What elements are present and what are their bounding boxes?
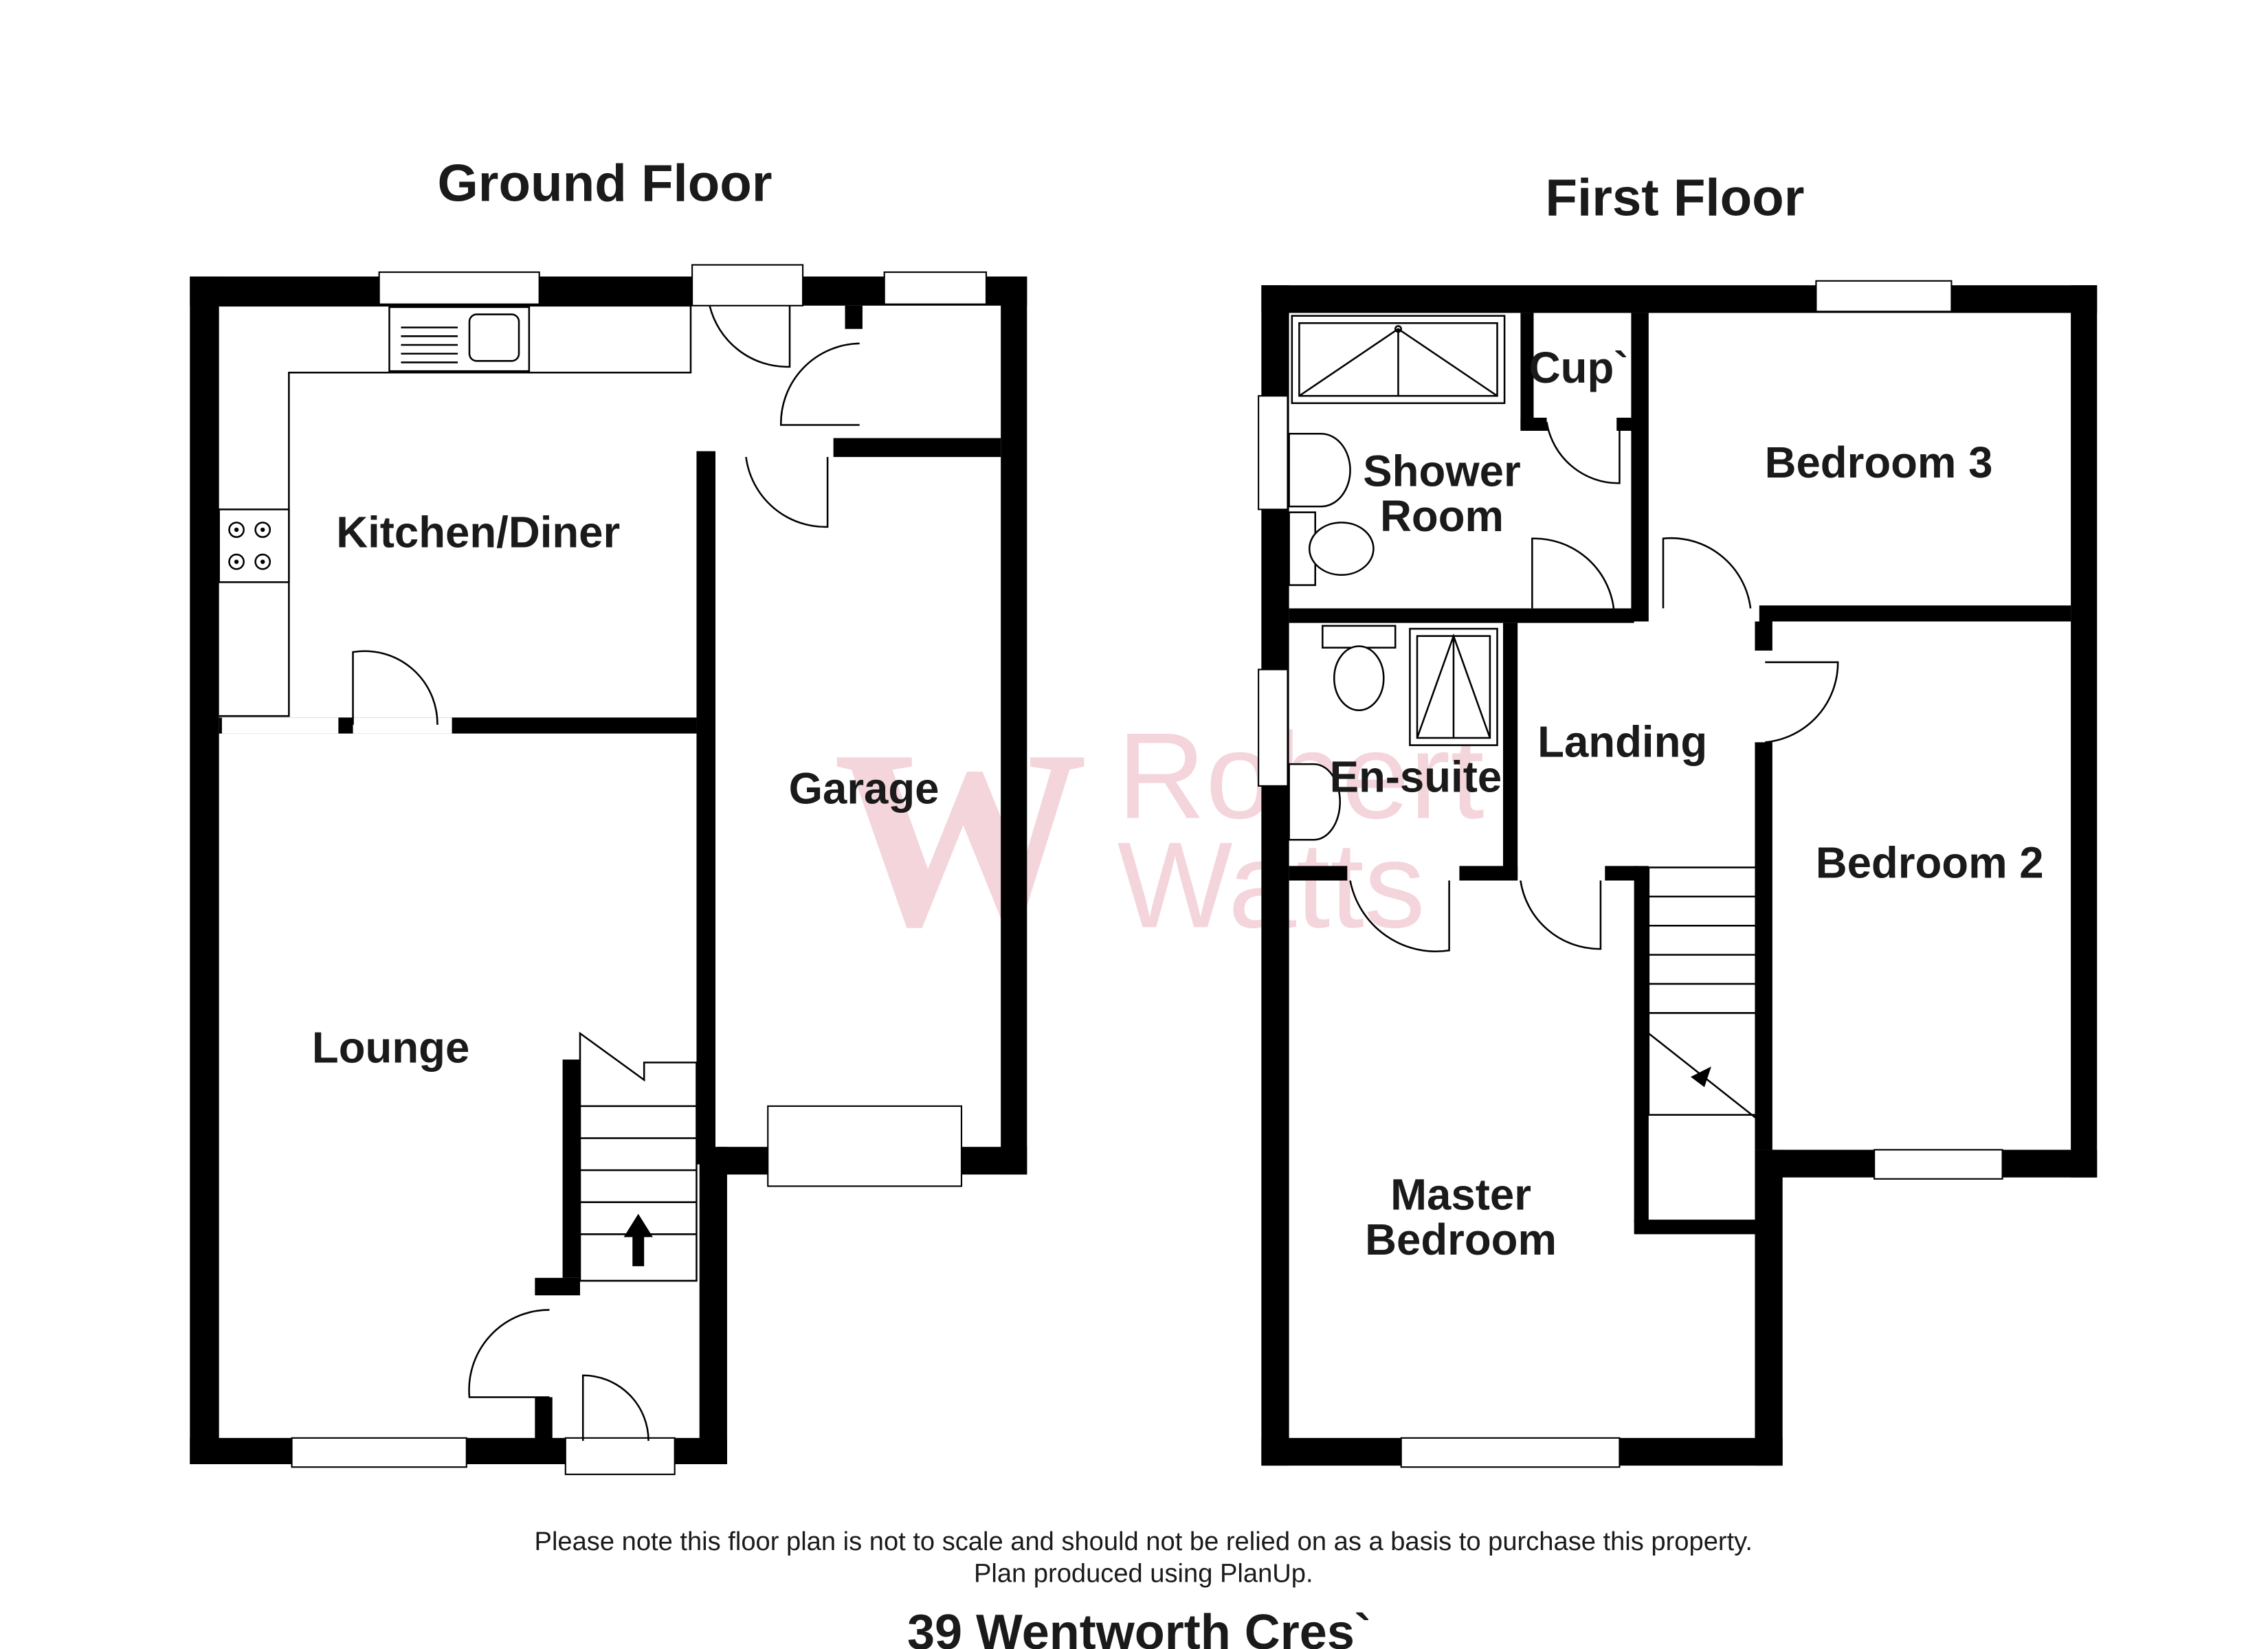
first-floor-plan: Shower Room Cup` Bedroom 3 En-suite Land… xyxy=(1258,280,2098,1468)
ff-wall-master-right xyxy=(1755,1149,1783,1466)
ff-door-cup xyxy=(1546,422,1621,484)
room-label-master-line2: Bedroom xyxy=(1365,1215,1557,1264)
gf-door-front xyxy=(581,1374,649,1442)
ff-window-ensuite xyxy=(1258,669,1289,787)
gf-wall-left xyxy=(190,276,219,1464)
gf-door-hall-lounge xyxy=(468,1309,550,1398)
ff-wall-ensuite-bottom-r xyxy=(1459,866,1518,881)
gf-back-door-frame xyxy=(691,264,804,306)
room-label-kitchen: Kitchen/Diner xyxy=(336,508,620,557)
room-label-bedroom2: Bedroom 2 xyxy=(1816,838,2044,887)
ff-wall-landing-stair-l xyxy=(1605,866,1637,881)
gf-wall-hall-stub xyxy=(535,1397,553,1442)
gf-stair-arrow-icon xyxy=(623,1213,653,1266)
ff-window-bed3 xyxy=(1815,280,1953,313)
watermark: W Robert Watts xyxy=(834,698,1485,980)
ff-wall-top xyxy=(1261,285,2098,313)
ff-wall-shower-bottom xyxy=(1289,608,1634,623)
gf-wall-right xyxy=(1001,276,1027,1175)
first-floor-title: First Floor xyxy=(1545,169,1804,227)
ff-wall-cup-stub-r xyxy=(1616,417,1634,431)
ff-wall-bed3-bottom xyxy=(1759,605,2071,622)
gf-wall-stair-left xyxy=(562,1059,580,1278)
ff-window-master xyxy=(1400,1437,1621,1468)
gf-window-utility xyxy=(883,271,988,305)
ff-door-ensuite xyxy=(1349,880,1450,952)
ff-door-master xyxy=(1520,880,1602,950)
gf-door-back xyxy=(709,305,791,368)
ff-door-shower xyxy=(1531,537,1615,609)
gf-front-door-frame xyxy=(564,1437,676,1475)
room-label-garage: Garage xyxy=(789,764,940,813)
ff-window-bed2 xyxy=(1874,1149,2003,1180)
ff-ensuite-cistern xyxy=(1322,625,1397,649)
ff-ensuite-wc xyxy=(1333,645,1385,711)
gf-door-utility xyxy=(780,342,860,426)
gf-kitchen-worktop xyxy=(219,304,692,717)
ff-shower-wc xyxy=(1308,521,1375,576)
gf-wall-utility-bottom xyxy=(833,438,1001,458)
room-label-master-line1: Master xyxy=(1390,1170,1531,1219)
ff-wall-stair-box-left xyxy=(1634,866,1649,1223)
ff-window-shower xyxy=(1258,395,1289,511)
room-label-shower-line1: Shower xyxy=(1363,447,1520,496)
gf-garage-door xyxy=(767,1105,963,1187)
ff-door-bed2 xyxy=(1765,661,1839,743)
ff-wall-right xyxy=(2071,285,2098,1178)
ff-wall-bed2-left xyxy=(1755,621,1772,651)
ff-wall-stair-box-bottom xyxy=(1634,1220,1758,1235)
ff-wall-bed2-left-lower xyxy=(1755,742,1772,1150)
ff-wall-ensuite-right xyxy=(1502,622,1518,879)
gf-wall-hall-step xyxy=(535,1277,580,1296)
ff-wall-cup-left xyxy=(1520,313,1534,429)
ff-shower-basin xyxy=(1288,432,1351,508)
gf-door-kitchen-lounge xyxy=(352,650,438,725)
ff-staircase xyxy=(1647,866,1761,1122)
room-label-ensuite: En-suite xyxy=(1330,752,1502,801)
ff-wall-ensuite-bottom xyxy=(1289,866,1348,881)
gf-window-lounge xyxy=(291,1437,467,1468)
gf-wall-garage-left xyxy=(696,451,715,1165)
room-label-shower-line2: Room xyxy=(1380,492,1504,541)
room-label-bedroom3: Bedroom 3 xyxy=(1765,438,1993,487)
ground-floor-title: Ground Floor xyxy=(437,154,772,212)
ff-wall-cup-stub xyxy=(1520,417,1547,431)
room-label-landing: Landing xyxy=(1537,718,1707,767)
room-label-cupboard: Cup` xyxy=(1529,344,1629,392)
ff-wall-bed3-left xyxy=(1631,313,1649,622)
gf-wall-utility-left xyxy=(845,305,863,329)
gf-door-garage xyxy=(745,456,829,528)
disclaimer-line2: Plan produced using PlanUp. xyxy=(974,1559,1313,1589)
gf-sink-bowl xyxy=(468,313,520,362)
gf-window-kitchen xyxy=(378,271,540,305)
gf-hob-icon xyxy=(218,508,290,583)
disclaimer-line1: Please note this floor plan is not to sc… xyxy=(535,1527,1753,1556)
watermark-logo: W xyxy=(834,698,1089,980)
gf-sink-drainer-lines xyxy=(401,326,458,363)
property-address: 39 Wentworth Cres` xyxy=(907,1605,1371,1649)
ground-floor-plan: Kitchen/Diner Lounge Garage xyxy=(190,264,1027,1475)
gf-wall-lounge-right-lower xyxy=(699,1147,727,1464)
room-label-lounge: Lounge xyxy=(312,1023,469,1072)
ff-door-bed3 xyxy=(1662,537,1752,609)
ff-ensuite-basin xyxy=(1288,763,1342,841)
